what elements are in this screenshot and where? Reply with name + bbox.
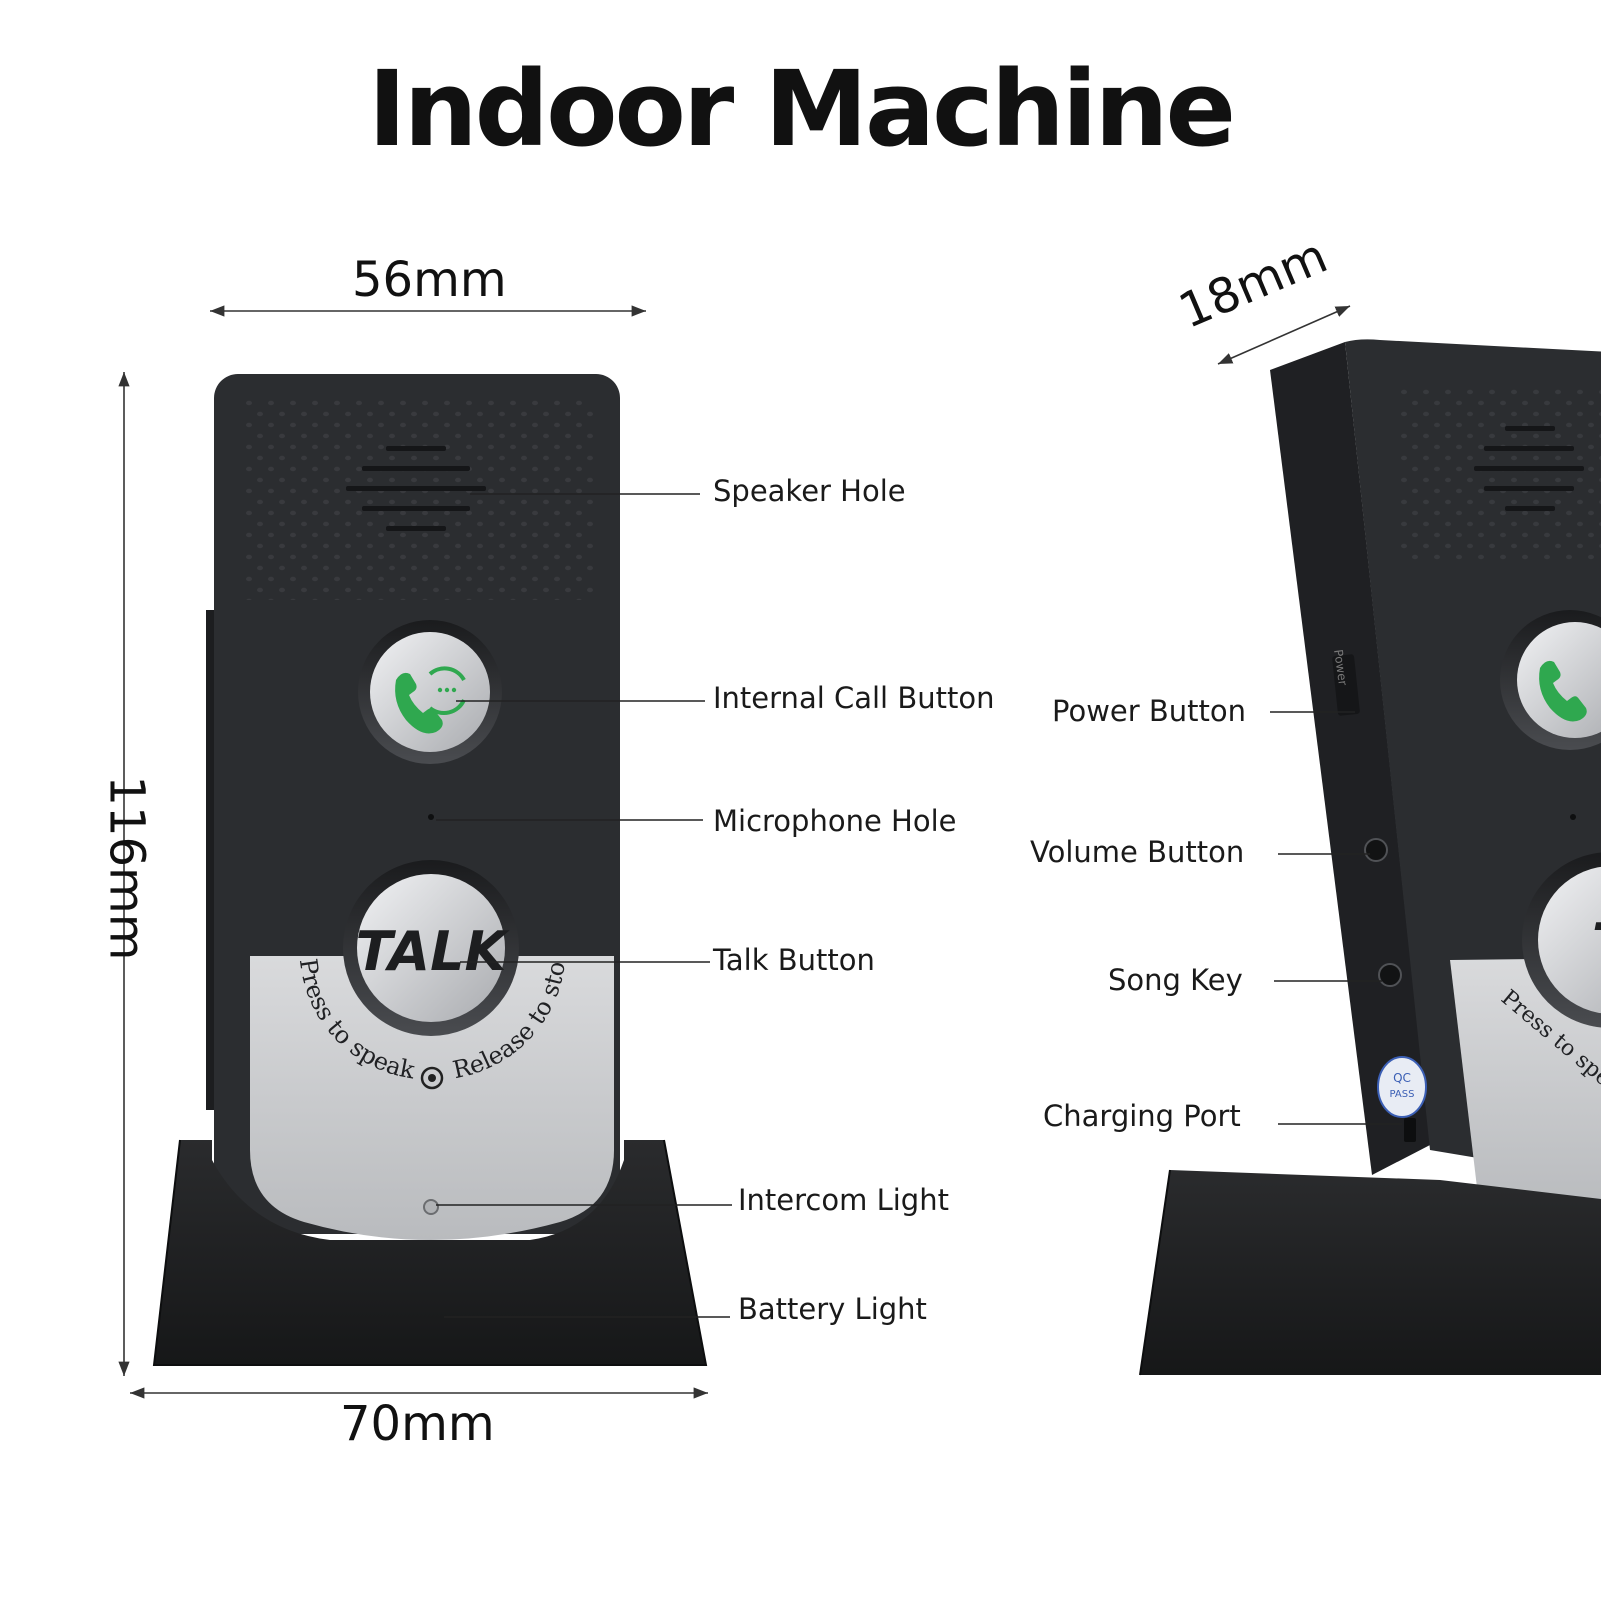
width-top-label: 56mm	[352, 252, 507, 308]
internal-call-button-label: Internal Call Button	[713, 681, 995, 715]
page-title: Indoor Machine	[367, 48, 1236, 170]
width-base-label: 70mm	[340, 1396, 495, 1452]
silver-panel	[250, 956, 614, 1240]
svg-text:QC: QC	[1393, 1071, 1411, 1085]
song-key-label: Song Key	[1108, 963, 1243, 997]
talk-button-graphic: TALK	[343, 860, 519, 1036]
speaker-hole-label: Speaker Hole	[713, 474, 906, 508]
power-print-text: Power	[1331, 648, 1350, 686]
power-button-label: Power Button	[1052, 694, 1247, 728]
internal-call-button-graphic	[358, 620, 502, 764]
depth-dimension-line	[1217, 305, 1351, 365]
side-talk-button-text: TALK	[1592, 912, 1601, 975]
battery-light-label: Battery Light	[738, 1292, 927, 1326]
call-icon	[395, 666, 466, 734]
side-speaker-grille	[1474, 426, 1584, 511]
svg-text:PASS: PASS	[1390, 1089, 1415, 1100]
front-base	[152, 1139, 708, 1366]
song-key-graphic	[1378, 963, 1402, 987]
volume-button-label: Volume Button	[1030, 835, 1245, 869]
talk-button-text: TALK	[356, 920, 511, 983]
charging-port-graphic	[1404, 1118, 1416, 1142]
microphone-hole-label: Microphone Hole	[713, 804, 957, 838]
intercom-light-label: Intercom Light	[738, 1183, 949, 1217]
charging-port-label: Charging Port	[1043, 1099, 1241, 1133]
speaker-grille	[346, 446, 486, 531]
side-device: TALK Press to speak Power QC PASS	[1139, 339, 1601, 1376]
volume-button-graphic	[1364, 838, 1388, 862]
side-call-icon	[1539, 660, 1587, 722]
microphone-hole-graphic	[428, 814, 434, 820]
qc-pass-sticker: QC PASS	[1377, 1056, 1427, 1118]
side-callout-lines	[1270, 711, 1402, 1125]
speaker-symbol-icon	[420, 1066, 444, 1090]
height-label: 116mm	[98, 775, 155, 961]
front-callout-lines	[436, 493, 732, 1318]
talk-button-label: Talk Button	[713, 943, 875, 977]
front-device: TALK Press to speak Release to stop	[0, 0, 620, 1240]
intercom-light-graphic	[423, 1199, 439, 1215]
power-switch-graphic: Power	[1331, 648, 1360, 716]
